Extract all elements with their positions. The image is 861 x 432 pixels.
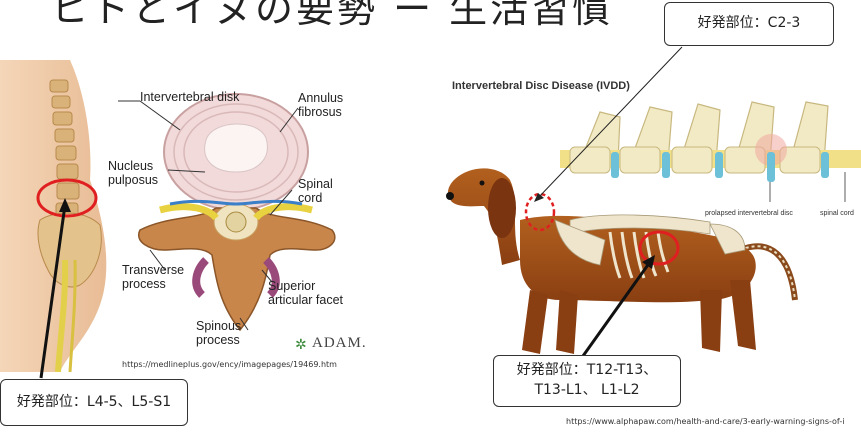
dog-thoracolumbar-callout-line1: 好発部位：T12-T13、	[517, 361, 658, 381]
dog-source-url: https://www.alphapaw.com/health-and-care…	[566, 417, 861, 426]
dog-cervical-callout-box: 好発部位：C2-3	[664, 2, 834, 46]
dog-thoracolumbar-highlight-circle	[640, 232, 678, 264]
dog-thoracolumbar-callout-line2: T13-L1、 L1-L2	[534, 381, 639, 401]
dog-cervical-callout-text: 好発部位：C2-3	[698, 14, 801, 34]
dog-thoracolumbar-callout-box: 好発部位：T12-T13、 T13-L1、 L1-L2	[493, 355, 681, 407]
